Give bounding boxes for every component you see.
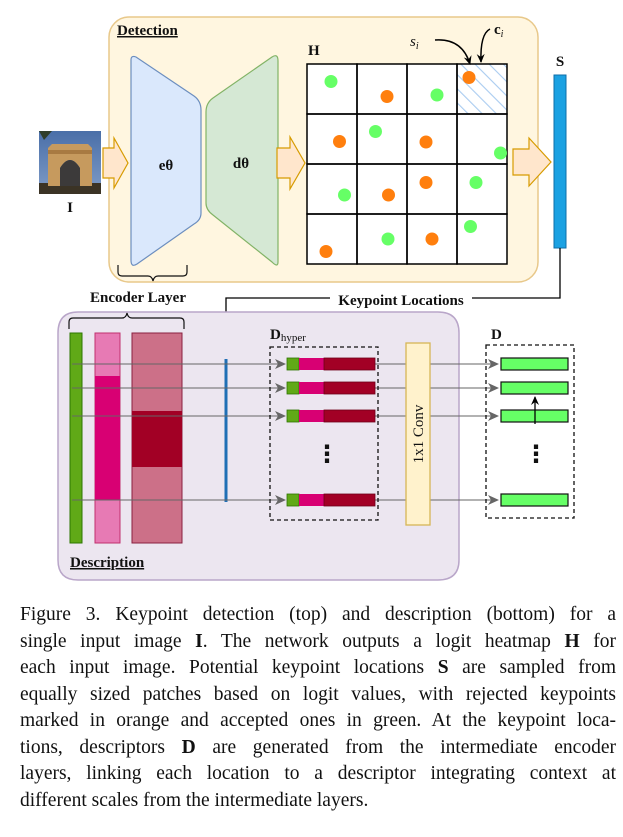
description-title: Description: [70, 555, 145, 571]
hyper-descriptor-segment-2: [299, 382, 324, 394]
rejected-keypoint: [382, 188, 395, 202]
accepted-keypoint: [338, 188, 351, 202]
scores-bar: [553, 74, 567, 249]
cell-label: ci: [494, 22, 504, 40]
caption-line: single input image I. The network output…: [20, 630, 617, 652]
accepted-keypoint: [464, 220, 477, 233]
input-image: [39, 131, 101, 194]
caption-line: Figure 3. Keypoint detection (top) and d…: [20, 604, 616, 625]
hyper-descriptor-segment-1: [286, 493, 300, 507]
hyper-descriptor-segment-3: [323, 409, 376, 423]
hyper-descriptor-segment-1: [286, 357, 300, 371]
sample-pointer-arrow: [434, 39, 472, 65]
dhyper-ellipsis: ⋮: [315, 440, 339, 468]
encoder-label: eθ: [159, 158, 174, 174]
hyper-descriptor-segment-3: [323, 493, 376, 507]
rejected-keypoint: [462, 71, 476, 84]
accepted-keypoint: [324, 75, 338, 88]
output-d-label: D: [491, 327, 502, 343]
hyper-descriptor-segment-1: [286, 409, 300, 423]
output-descriptor: [500, 493, 569, 507]
rejected-keypoint: [380, 90, 394, 103]
figure-diagram: Detection I eθ dθ H si ci S Keypoint Loc…: [39, 16, 575, 581]
output-descriptors: [500, 357, 569, 507]
conv-label: 1x1 Conv: [411, 404, 427, 463]
hyper-descriptor: [286, 409, 376, 423]
cell-pointer-arrow: [476, 28, 491, 63]
caption-line: equally sized patches based on logit val…: [20, 683, 616, 705]
arrow-heatmap-to-scores: [512, 136, 552, 188]
hyper-descriptor-segment-3: [323, 357, 376, 371]
hyper-descriptor: [286, 493, 376, 507]
highlighted-cell: [457, 64, 507, 114]
hyper-descriptor-segment-2: [299, 358, 324, 370]
keypoint-locations-label: Keypoint Locations: [338, 293, 464, 309]
heatmap-cell: [456, 213, 508, 265]
encoder-block: [130, 55, 202, 266]
hyper-descriptor-segment-2: [299, 494, 324, 506]
encoder-layer-1: [69, 332, 83, 544]
decoder-label: dθ: [233, 156, 249, 172]
caption-line: tions, descriptors D are generated from …: [20, 736, 616, 758]
hyper-descriptor: [286, 381, 376, 395]
hyper-descriptor-segment-3: [323, 381, 376, 395]
rejected-keypoint: [419, 135, 433, 149]
output-descriptor: [500, 357, 569, 371]
decoder-block: [205, 55, 279, 266]
output-descriptor: [500, 381, 569, 395]
rejected-keypoint: [425, 232, 439, 246]
heatmap-label: H: [308, 43, 320, 59]
output-ellipsis: ⋮: [524, 440, 548, 468]
hyper-descriptor-segment-2: [299, 410, 324, 422]
heatmap-grid: [306, 63, 508, 265]
hyper-descriptor-segment-1: [286, 381, 300, 395]
sample-label: si: [410, 34, 419, 52]
caption-line: each input image. Potential keypoint loc…: [20, 657, 616, 678]
caption-line: marked in orange and accepted ones in gr…: [20, 710, 616, 731]
sampling-lines: [72, 359, 499, 505]
accepted-keypoint: [469, 176, 483, 189]
detection-title: Detection: [117, 23, 178, 39]
caption-line: layers, linking each location to a descr…: [20, 763, 616, 784]
accepted-keypoint: [494, 146, 507, 160]
encoder-layer-label: Encoder Layer: [90, 290, 186, 306]
conv-block: [405, 342, 431, 526]
accepted-keypoint: [430, 88, 444, 102]
accepted-keypoint: [381, 232, 395, 246]
rejected-keypoint: [419, 176, 433, 189]
scores-label: S: [556, 54, 564, 70]
figure-caption: Figure 3. Keypoint detection (top) and d…: [20, 602, 616, 814]
encoder-layer-3-patch: [132, 411, 182, 467]
dhyper-descriptors: [286, 357, 376, 507]
arrow-decoder-to-heatmap: [276, 134, 306, 192]
accepted-keypoint: [369, 125, 382, 138]
encoder-layer-brace: [117, 265, 188, 282]
layers-brace: [68, 312, 185, 329]
encoder-layer-2-patch: [95, 376, 120, 500]
caption-line: different scales from the intermediate l…: [20, 789, 369, 811]
hyper-descriptor: [286, 357, 376, 371]
input-image-label: I: [67, 200, 73, 216]
rejected-keypoint: [333, 135, 346, 148]
arrow-image-to-encoder: [102, 135, 129, 191]
rejected-keypoint: [319, 245, 333, 258]
output-d-box: [485, 344, 575, 519]
dhyper-label: Dhyper: [270, 327, 306, 344]
